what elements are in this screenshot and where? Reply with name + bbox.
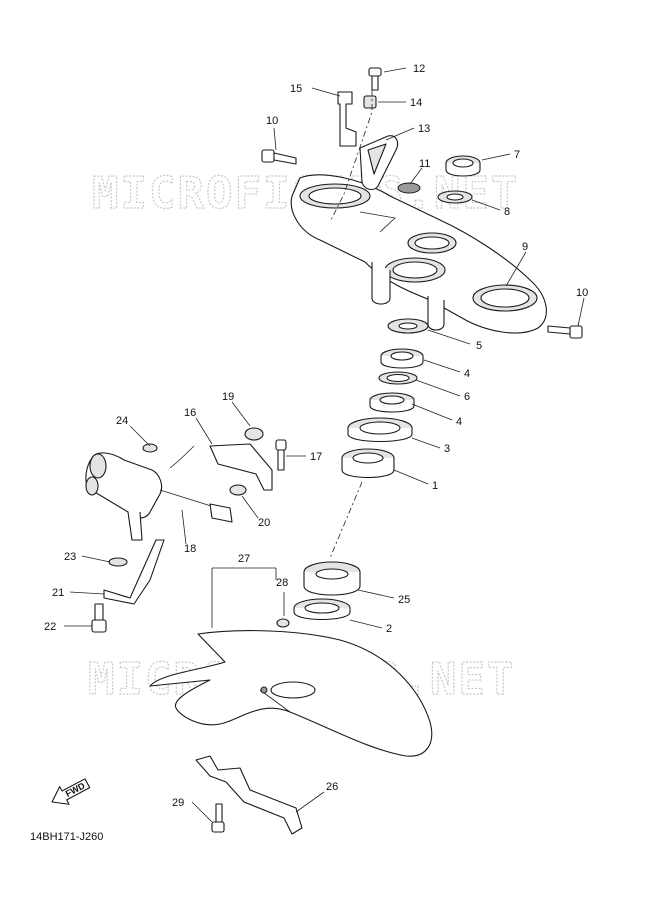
callout-9: 9 (522, 241, 528, 253)
callouts: 12 14 15 13 10 11 7 8 9 10 5 4 6 4 3 1 2… (44, 63, 588, 809)
callout-28: 28 (276, 577, 288, 589)
leader-lines (64, 67, 585, 823)
callout-13: 13 (418, 123, 430, 135)
callout-6: 6 (464, 391, 470, 403)
bearing-25 (303, 561, 361, 596)
callout-11: 11 (419, 158, 430, 170)
callout-4-lower: 4 (456, 416, 462, 428)
callout-2: 2 (386, 623, 392, 635)
bracket-15 (337, 91, 357, 147)
washer-5 (387, 318, 429, 334)
bolt-12 (368, 67, 382, 91)
callout-19: 19 (222, 391, 234, 403)
callout-1: 1 (432, 480, 438, 492)
callout-10-top: 10 (266, 115, 278, 127)
callout-27: 27 (238, 553, 250, 565)
callout-14: 14 (410, 97, 422, 109)
lower-cover (149, 618, 433, 757)
callout-4-upper: 4 (464, 368, 470, 380)
ring-nut-4-upper (380, 348, 424, 369)
callout-21: 21 (52, 587, 64, 599)
callout-24: 24 (116, 415, 128, 427)
bolt-22 (91, 603, 107, 633)
callout-26: 26 (326, 781, 338, 793)
callout-7: 7 (514, 149, 520, 161)
seal-2 (293, 598, 351, 620)
collar-14 (363, 95, 377, 109)
callout-22: 22 (44, 621, 56, 633)
bracket-16 (209, 443, 273, 491)
cap-11 (397, 182, 421, 194)
bearing-1 (341, 448, 395, 478)
callout-17: 17 (310, 451, 322, 463)
washer-20 (229, 484, 247, 496)
callout-29: 29 (172, 797, 184, 809)
nut-19 (244, 427, 264, 441)
callout-10-right: 10 (576, 287, 588, 299)
bolt-29 (211, 803, 225, 833)
bracket-21 (103, 539, 165, 605)
reference-code: 14BH171-J260 (30, 831, 103, 843)
bolt-10-left (261, 149, 297, 165)
callout-20: 20 (258, 517, 270, 529)
ring-nut-4-lower (369, 392, 415, 413)
washer-23 (108, 557, 128, 567)
cover-3 (347, 417, 413, 443)
washer-8 (437, 190, 473, 204)
callout-18: 18 (184, 543, 196, 555)
steering-lock (85, 443, 233, 541)
bolt-17 (275, 439, 287, 471)
washer-6 (378, 371, 418, 385)
bracket-26 (195, 755, 303, 835)
holder-13 (359, 135, 399, 191)
callout-23: 23 (64, 551, 76, 563)
callout-3: 3 (444, 443, 450, 455)
callout-25: 25 (398, 594, 410, 606)
callout-5: 5 (476, 340, 482, 352)
bolt-10-right (547, 325, 583, 339)
callout-12: 12 (413, 63, 425, 75)
callout-16: 16 (184, 407, 196, 419)
callout-8: 8 (504, 206, 510, 218)
upper-bracket (290, 174, 547, 334)
fwd-arrow-icon: FWD (51, 778, 91, 805)
nut-7 (445, 155, 481, 177)
callout-15: 15 (290, 83, 302, 95)
